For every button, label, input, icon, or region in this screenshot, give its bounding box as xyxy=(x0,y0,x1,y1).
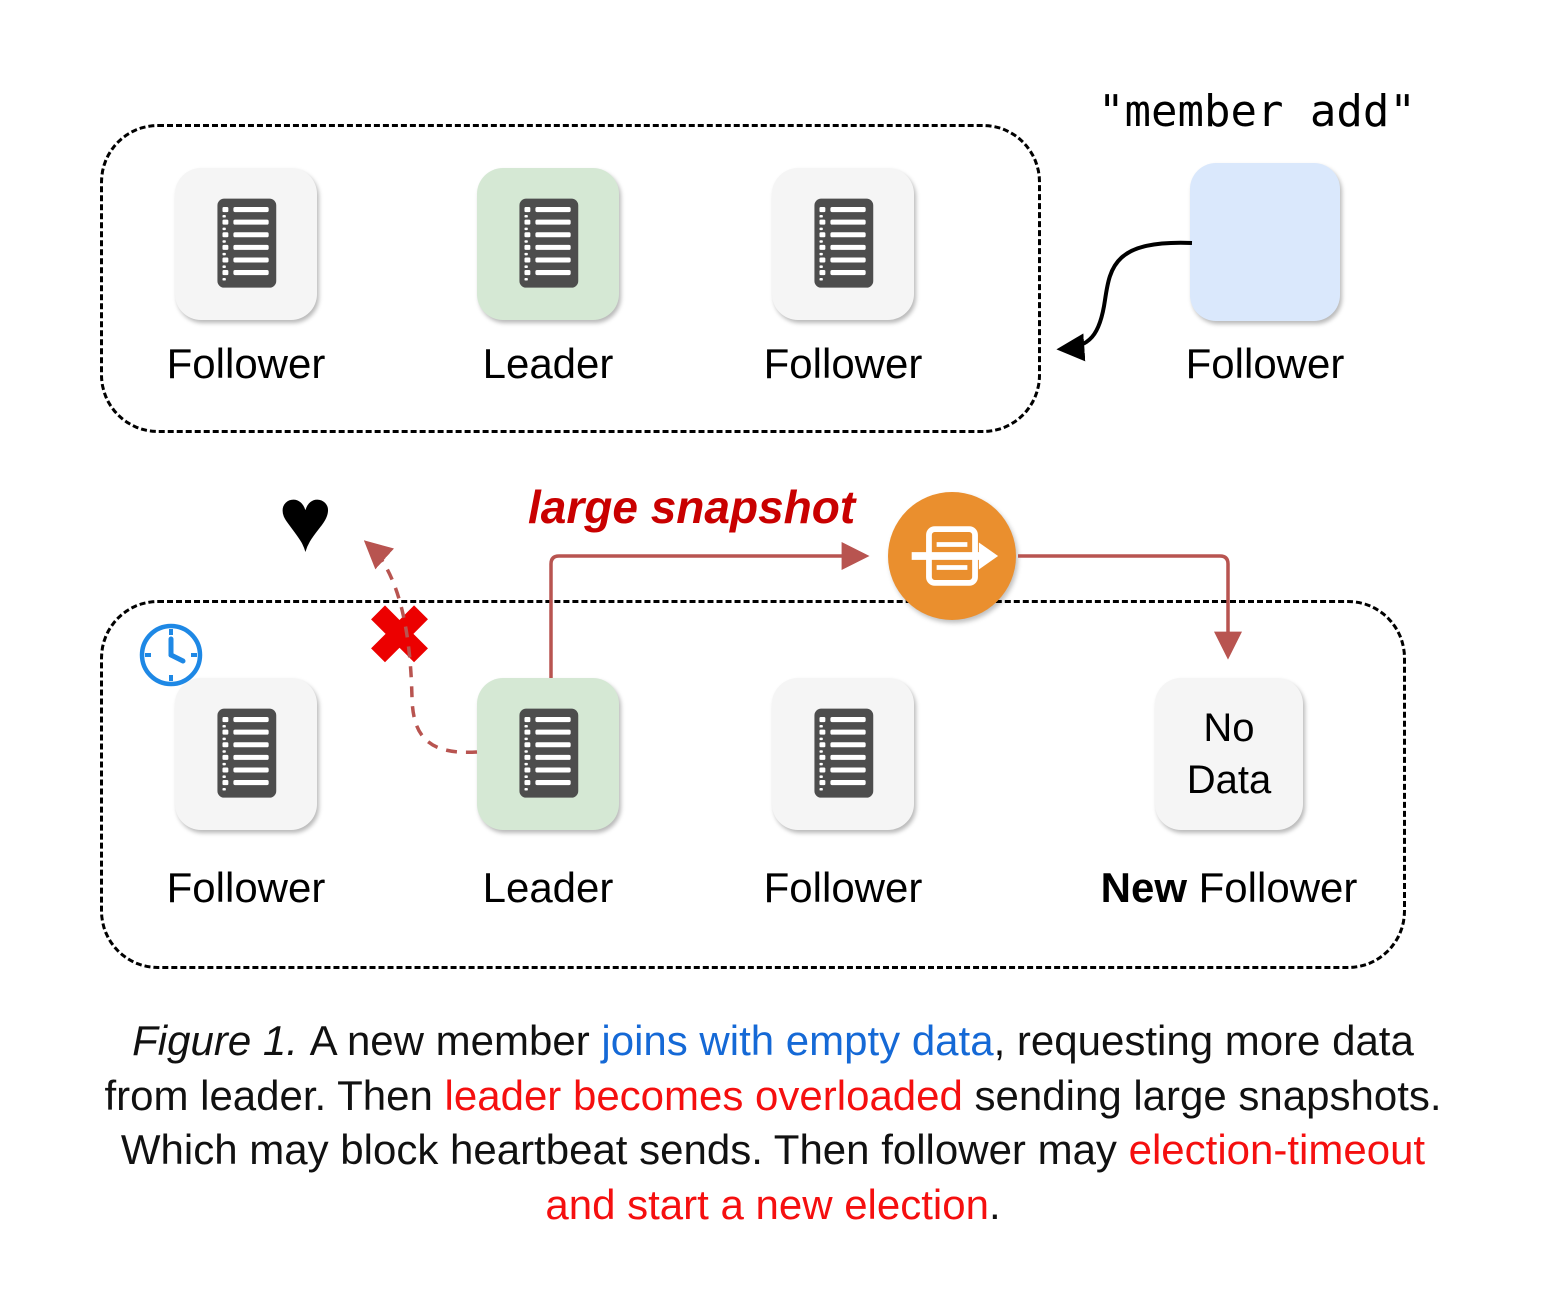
caption-segment: Figure 1. xyxy=(132,1017,310,1064)
bottom-follower-2-box xyxy=(772,678,914,830)
caption-segment: leader becomes overloaded xyxy=(444,1071,963,1119)
top-follower-1-label: Follower xyxy=(166,340,326,387)
top-follower-2-label: Follower xyxy=(763,340,923,387)
log-icon xyxy=(506,706,590,802)
bottom-follower-1-box xyxy=(175,678,317,830)
caption-segment: . xyxy=(988,1180,1001,1228)
heartbeat-heart-icon: ♥ xyxy=(278,469,333,571)
log-icon xyxy=(506,196,590,292)
log-icon xyxy=(801,196,885,292)
figure-caption: Figure 1. A new member joins with empty … xyxy=(103,1014,1443,1232)
bottom-leader-box xyxy=(477,678,619,830)
caption-segment: election-timeout and start a new electio… xyxy=(545,1126,1426,1228)
bottom-leader-label: Leader xyxy=(482,864,614,911)
new-member-box xyxy=(1190,163,1340,321)
bottom-follower-1-label: Follower xyxy=(166,864,326,911)
top-follower-2-box xyxy=(772,168,914,320)
large-snapshot-label: large snapshot xyxy=(528,481,856,533)
new-follower-label: New Follower xyxy=(1079,864,1379,912)
caption-segment: A new member xyxy=(309,1017,602,1064)
caption-segment: joins with empty data xyxy=(601,1017,994,1064)
log-icon xyxy=(204,706,288,802)
no-data-box: No Data xyxy=(1155,678,1303,830)
top-cluster-boundary xyxy=(100,124,1041,433)
caption-segment: , requesting more data from leader. Then xyxy=(104,1017,1414,1119)
log-icon xyxy=(801,706,885,802)
top-follower-1-box xyxy=(175,168,317,320)
blocked-x-icon: ✖ xyxy=(366,591,434,680)
top-leader-box xyxy=(477,168,619,320)
no-data-text: No Data xyxy=(1186,706,1272,802)
member-add-arrow xyxy=(1056,240,1193,362)
bottom-follower-2-label: Follower xyxy=(763,864,923,911)
new-follower-label-rest: Follower xyxy=(1186,864,1358,911)
log-icon xyxy=(204,196,288,292)
snapshot-transfer-icon xyxy=(888,492,1016,620)
clock-icon xyxy=(139,623,203,687)
new-member-label: Follower xyxy=(1185,340,1345,387)
transfer-glyph-icon xyxy=(904,508,1000,604)
caption-segment: sending large snapshots. Which may block… xyxy=(120,1071,1442,1174)
member-add-command: "member add" xyxy=(1098,86,1416,137)
top-leader-label: Leader xyxy=(482,340,614,387)
new-follower-label-bold: New xyxy=(1100,864,1187,911)
